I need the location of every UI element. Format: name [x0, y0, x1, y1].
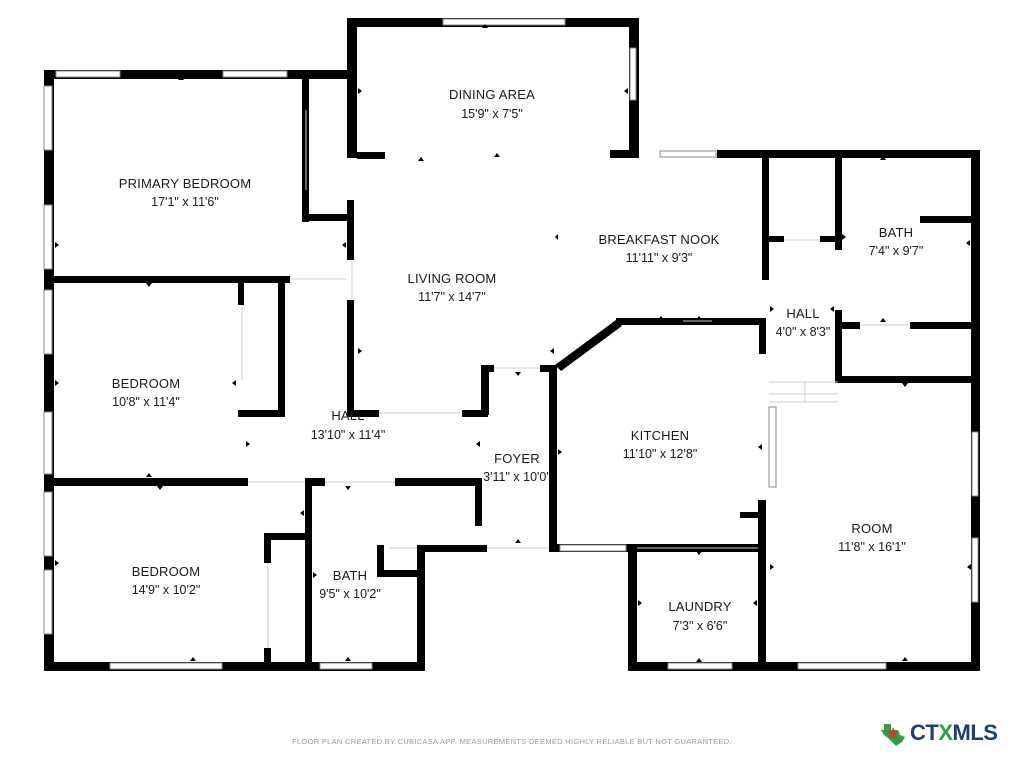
logo-suffix: MLS: [952, 720, 998, 745]
room-dims-bedroom-1: 10'8" x 11'4": [112, 395, 180, 409]
room-dims-kitchen: 11'10" x 12'8": [623, 447, 698, 461]
logo-prefix: CT: [910, 720, 939, 745]
room-name-bath-2: BATH: [333, 568, 368, 583]
room-dims-living-room: 11'7" x 14'7": [418, 290, 486, 304]
room-name-breakfast-nook: BREAKFAST NOOK: [598, 232, 719, 247]
room-dims-bedroom-2: 14'9" x 10'2": [132, 583, 201, 597]
room-name-hall-1: HALL: [786, 306, 819, 321]
room-dims-hall-2: 13'10" x 11'4": [311, 428, 386, 442]
room-name-bath-1: BATH: [879, 225, 914, 240]
logo-wordmark: CTXMLS: [910, 720, 998, 746]
room-dims-breakfast-nook: 11'11" x 9'3": [626, 251, 693, 265]
room-name-laundry: LAUNDRY: [668, 599, 731, 614]
room-dims-dining-area: 15'9" x 7'5": [461, 107, 523, 121]
floor-plan-disclaimer: FLOOR PLAN CREATED BY CUBICASA APP. MEAS…: [292, 737, 732, 746]
room-name-hall-2: HALL: [331, 408, 364, 423]
ctxmls-logo: CTXMLS: [878, 716, 1008, 750]
room-name-room: ROOM: [851, 521, 892, 536]
room-dims-room: 11'8" x 16'1": [838, 540, 906, 554]
room-dims-bath-1: 7'4" x 9'7": [869, 244, 924, 258]
texas-star-icon: [881, 724, 905, 746]
room-name-foyer: FOYER: [494, 451, 540, 466]
room-name-dining-area: DINING AREA: [449, 87, 535, 102]
room-name-bedroom-1: BEDROOM: [112, 376, 181, 391]
room-dims-bath-2: 9'5" x 10'2": [319, 587, 381, 601]
room-dims-hall-1: 4'0" x 8'3": [776, 325, 831, 339]
room-dims-primary-bedroom: 17'1" x 11'6": [151, 195, 219, 209]
dimension-ticks: [55, 24, 971, 662]
logo-accent: X: [938, 720, 953, 745]
doorways: [241, 110, 910, 648]
room-name-kitchen: KITCHEN: [631, 428, 689, 443]
windows: [43, 18, 979, 670]
room-labels: DINING AREA 15'9" x 7'5" PRIMARY BEDROOM…: [112, 87, 924, 633]
room-name-living-room: LIVING ROOM: [408, 271, 497, 286]
room-dims-foyer: 3'11" x 10'0": [483, 470, 551, 484]
room-name-bedroom-2: BEDROOM: [132, 564, 201, 579]
room-dims-laundry: 7'3" x 6'6": [673, 619, 728, 633]
room-name-primary-bedroom: PRIMARY BEDROOM: [119, 176, 252, 191]
